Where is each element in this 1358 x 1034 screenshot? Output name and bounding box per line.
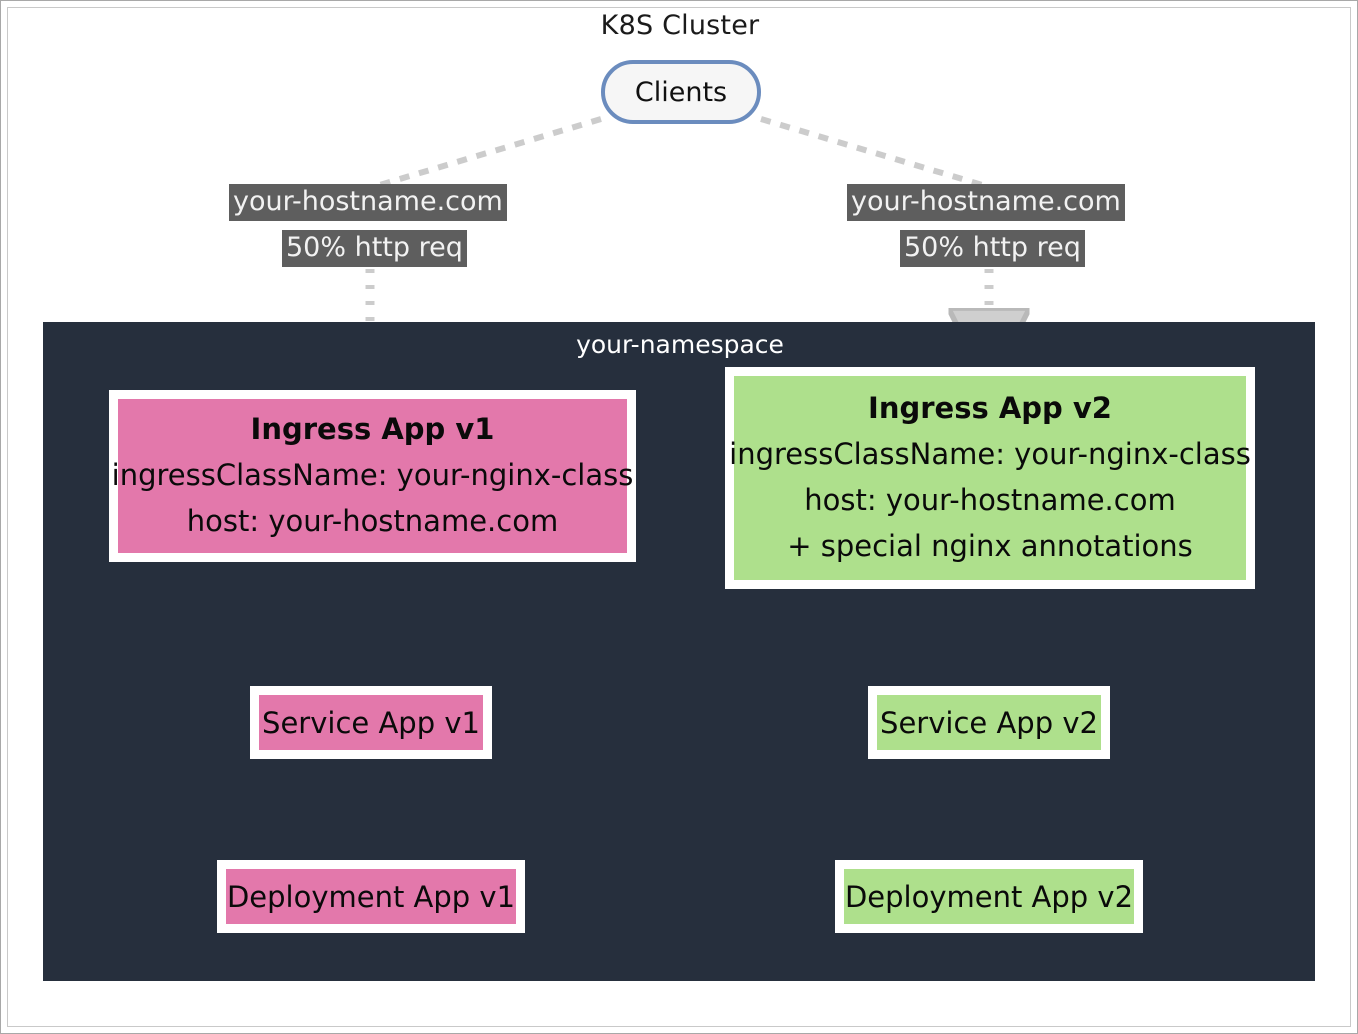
node-ingress-app-v1[interactable]: Ingress App v1 ingressClassName: your-ng… — [109, 390, 636, 562]
node-clients[interactable]: Clients — [601, 60, 761, 124]
page-title: K8S Cluster — [600, 10, 760, 41]
node-ingress-app-v2[interactable]: Ingress App v2 ingressClassName: your-ng… — [725, 367, 1255, 589]
node-ingress-v2-title: Ingress App v2 — [868, 391, 1112, 426]
node-deployment-app-v2[interactable]: Deployment App v2 — [835, 860, 1143, 933]
node-deployment-v2-label: Deployment App v2 — [844, 879, 1134, 914]
node-ingress-v2-line-1: ingressClassName: your-nginx-class — [729, 437, 1251, 472]
node-service-app-v2[interactable]: Service App v2 — [868, 686, 1110, 759]
node-deployment-app-v1[interactable]: Deployment App v1 — [217, 860, 525, 933]
node-service-v1-label: Service App v1 — [262, 705, 480, 740]
node-clients-label: Clients — [634, 76, 728, 108]
node-service-v2-label: Service App v2 — [880, 705, 1098, 740]
namespace-label: your-namespace — [576, 330, 784, 359]
edge-label-host-left: your-hostname.com — [229, 184, 507, 221]
edge-label-host-right: your-hostname.com — [847, 184, 1125, 221]
node-ingress-v1-title: Ingress App v1 — [250, 412, 495, 447]
edge-label-percent-right: 50% http req — [900, 230, 1085, 267]
node-deployment-v1-label: Deployment App v1 — [226, 879, 516, 914]
node-ingress-v2-line-2: host: your-hostname.com — [804, 483, 1176, 517]
node-service-app-v1[interactable]: Service App v1 — [250, 686, 492, 759]
node-ingress-v2-line-3: + special nginx annotations — [787, 528, 1193, 563]
node-ingress-v1-line-1: ingressClassName: your-nginx-class — [111, 458, 634, 493]
edge-label-percent-left: 50% http req — [282, 230, 467, 267]
node-ingress-v1-line-2: host: your-hostname.com — [186, 503, 559, 538]
